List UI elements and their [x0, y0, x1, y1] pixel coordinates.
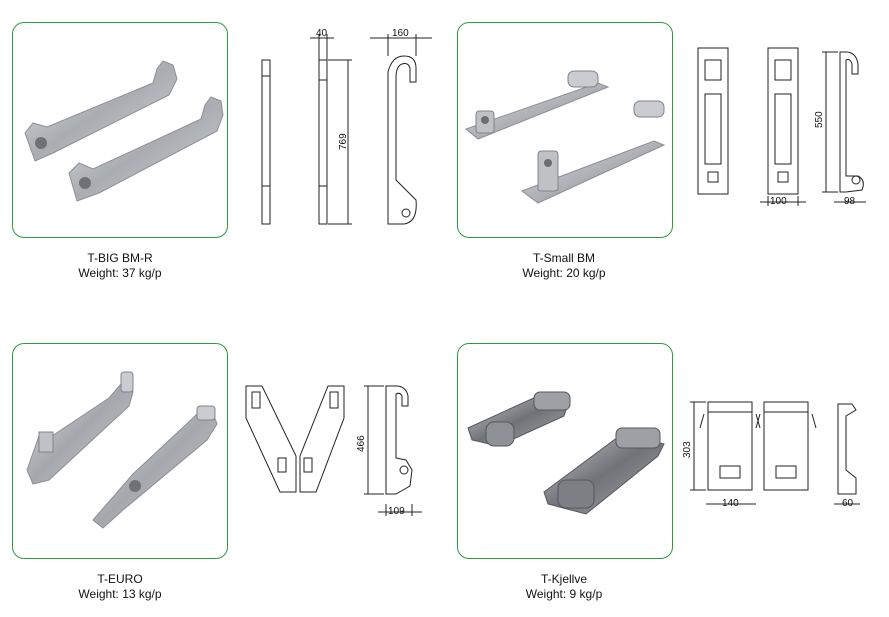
dim-width: 40: [316, 28, 328, 39]
bracket-image: [26, 371, 218, 529]
dim-depth: 60: [842, 498, 854, 509]
bracket-image: [465, 70, 666, 204]
bracket-image: [467, 391, 665, 515]
dim-height: 550: [814, 111, 825, 128]
product-weight: Weight: 9 kg/p: [525, 587, 603, 601]
product-photo-t-big-bm-r: [12, 22, 228, 238]
product-photo-t-euro: [12, 343, 228, 559]
product-photo-t-kjellve: [457, 343, 673, 559]
dim-height: 466: [356, 435, 367, 452]
product-weight: Weight: 13 kg/p: [78, 587, 162, 601]
product-weight: Weight: 37 kg/p: [78, 266, 162, 280]
bracket-image: [24, 60, 224, 202]
product-name: T-BIG BM-R: [87, 251, 153, 265]
dim-depth: 109: [388, 506, 405, 517]
dim-width: 100: [770, 196, 787, 207]
dim-depth: 160: [392, 28, 409, 39]
dim-height: 303: [682, 441, 693, 458]
dim-height: 769: [338, 133, 349, 150]
product-name: T-Kjellve: [540, 572, 587, 586]
product-name: T-EURO: [97, 572, 143, 586]
dim-depth: 98: [844, 196, 856, 207]
dim-width: 140: [722, 498, 739, 509]
product-name: T-Small BM: [532, 251, 595, 265]
product-photo-t-small-bm: [457, 22, 673, 238]
product-weight: Weight: 20 kg/p: [522, 266, 606, 280]
